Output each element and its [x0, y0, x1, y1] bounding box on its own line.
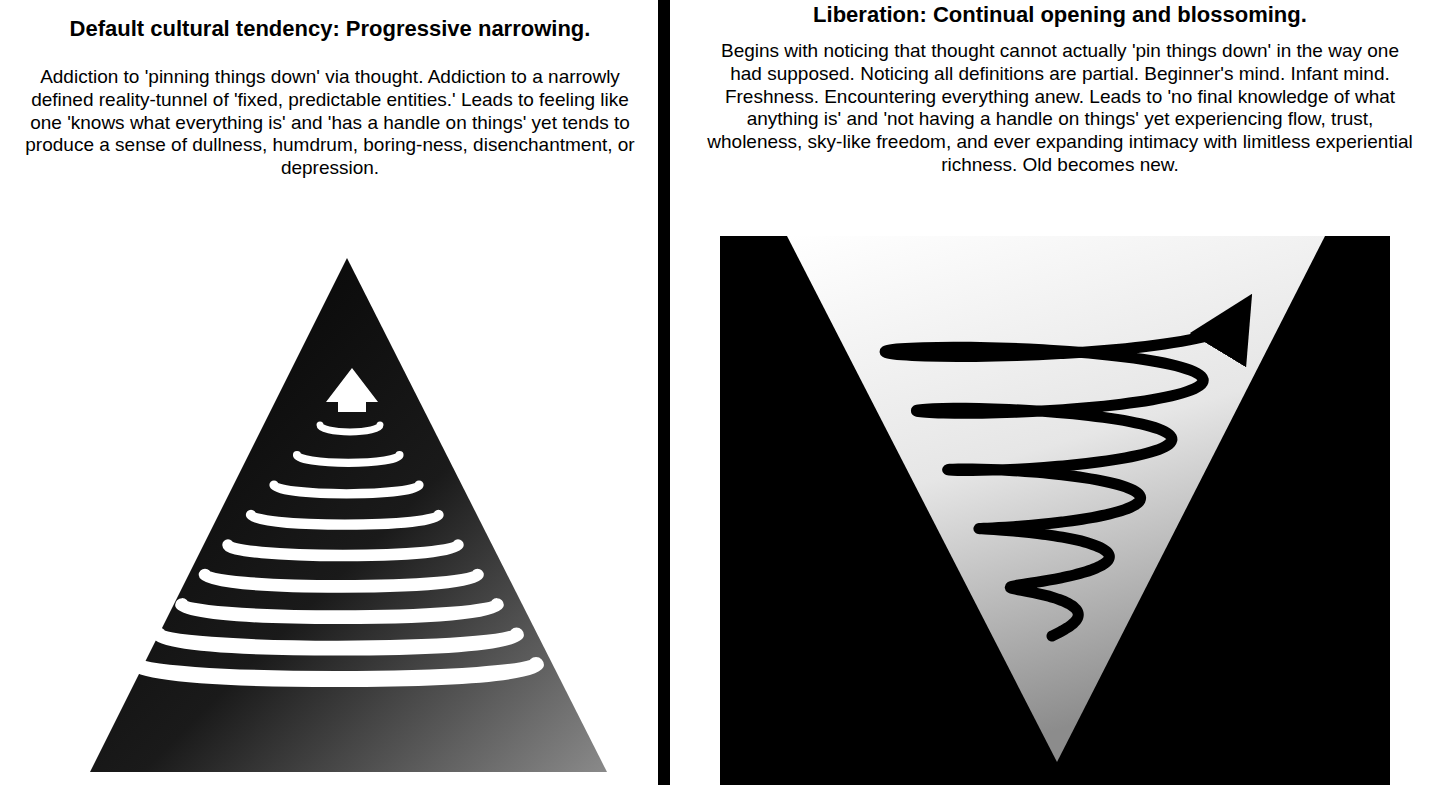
spiral-stroke: [274, 485, 419, 494]
spiral-stroke: [297, 455, 400, 463]
spiral-stroke: [159, 635, 517, 648]
panel-heading: Liberation: Continual opening and blosso…: [690, 2, 1430, 28]
spiral-stroke: [205, 575, 478, 586]
narrowing-spiral: [136, 425, 536, 679]
spiral-stroke: [182, 605, 497, 617]
narrowing-triangle: [90, 258, 607, 772]
panel-heading: Default cultural tendency: Progressive n…: [20, 16, 640, 42]
spiral-stroke: [320, 425, 380, 432]
opening-spiral: [885, 322, 1235, 636]
spiral-stroke: [136, 665, 536, 679]
spiral-stroke: [228, 545, 458, 556]
panel-body: Addiction to 'pinning things down' via t…: [25, 66, 635, 180]
opening-ground: [720, 236, 1390, 785]
up-arrow: [326, 368, 378, 412]
divider-bar: [658, 0, 670, 785]
spiral-stroke: [251, 515, 439, 525]
panel-body: Begins with noticing that thought cannot…: [705, 40, 1415, 177]
spiral-stroke: [885, 322, 1235, 636]
opening-cone: [787, 236, 1325, 762]
